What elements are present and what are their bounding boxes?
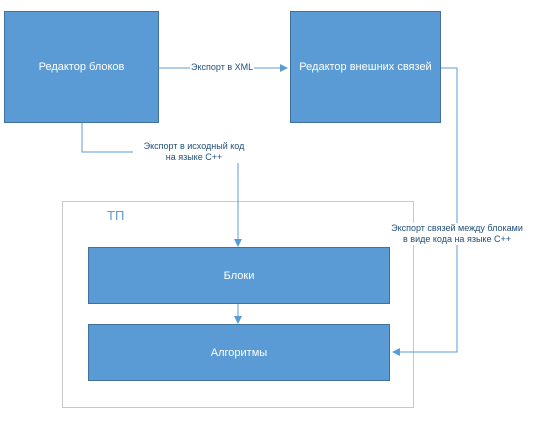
blocks-node[interactable]: Блоки xyxy=(88,247,390,304)
link-editor-label: Редактор внешних связей xyxy=(299,61,432,73)
edge-export-links xyxy=(392,67,458,356)
algorithms-label: Алгоритмы xyxy=(210,346,268,359)
export-cpp-label-line1: Экспорт в исходный код xyxy=(143,141,245,151)
export-links-label-line1: Экспорт связей между блоками xyxy=(391,223,523,233)
export-links-label: Экспорт связей между блоками в виде кода… xyxy=(382,223,532,245)
blocks-label: Блоки xyxy=(223,269,255,282)
link-editor-node[interactable]: Редактор внешних связей xyxy=(290,11,441,123)
tp-container-label: ТП xyxy=(107,208,125,223)
export-cpp-label-line2: на языке С++ xyxy=(165,152,223,162)
block-editor-label: Редактор блоков xyxy=(38,61,125,73)
algorithms-node[interactable]: Алгоритмы xyxy=(88,324,390,381)
export-cpp-label: Экспорт в исходный код на языке С++ xyxy=(133,141,255,163)
export-links-label-line2: в виде кода на языке С++ xyxy=(403,234,511,244)
block-editor-node[interactable]: Редактор блоков xyxy=(4,11,159,123)
export-xml-label: Экспорт в XML xyxy=(190,62,255,73)
